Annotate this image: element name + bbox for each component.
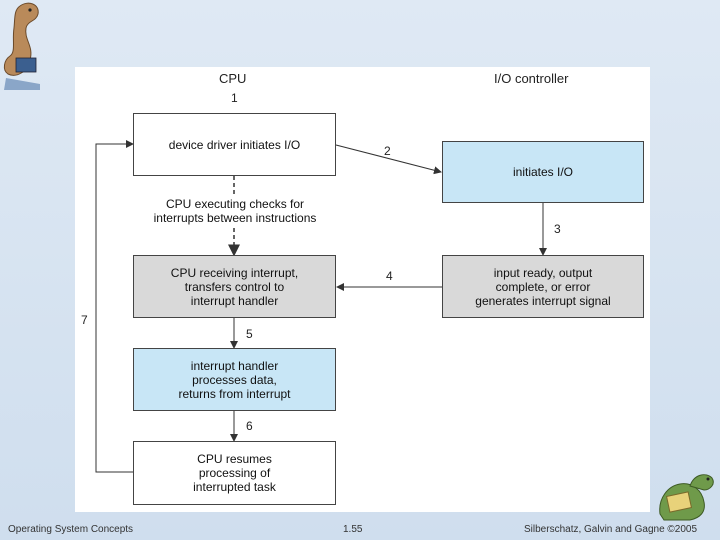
step-1-label: 1 <box>231 91 238 105</box>
step-6-label: 6 <box>246 419 253 433</box>
step-4-label: 4 <box>386 269 393 283</box>
step-2-label: 2 <box>384 144 391 158</box>
arrow-driver-to-io <box>335 144 442 175</box>
input-ready-box: input ready, output complete, or error g… <box>442 255 644 318</box>
step-3-label: 3 <box>554 222 561 236</box>
step-7-label: 7 <box>81 313 88 327</box>
dinosaur-mascot-icon <box>3 2 40 90</box>
cpu-resumes-box: CPU resumes processing of interrupted ta… <box>133 441 336 505</box>
cpu-header: CPU <box>219 71 247 86</box>
arrow-loop-back <box>95 140 134 473</box>
cpu-receiving-box: CPU receiving interrupt, transfers contr… <box>133 255 336 318</box>
cpu-checks-text: CPU executing checks for interrupts betw… <box>153 197 317 225</box>
step-5-label: 5 <box>246 327 253 341</box>
initiates-io-box: initiates I/O <box>442 141 644 203</box>
interrupt-handler-box: interrupt handler processes data, return… <box>133 348 336 411</box>
device-driver-box: device driver initiates I/O <box>133 113 336 176</box>
io-controller-header: I/O controller <box>494 71 569 86</box>
footer-course-title: Operating System Concepts <box>8 524 134 535</box>
footer-page-number: 1.55 <box>343 524 363 535</box>
footer-copyright: Silberschatz, Galvin and Gagne ©2005 <box>524 524 698 535</box>
dinosaur-reading-icon <box>659 474 714 521</box>
